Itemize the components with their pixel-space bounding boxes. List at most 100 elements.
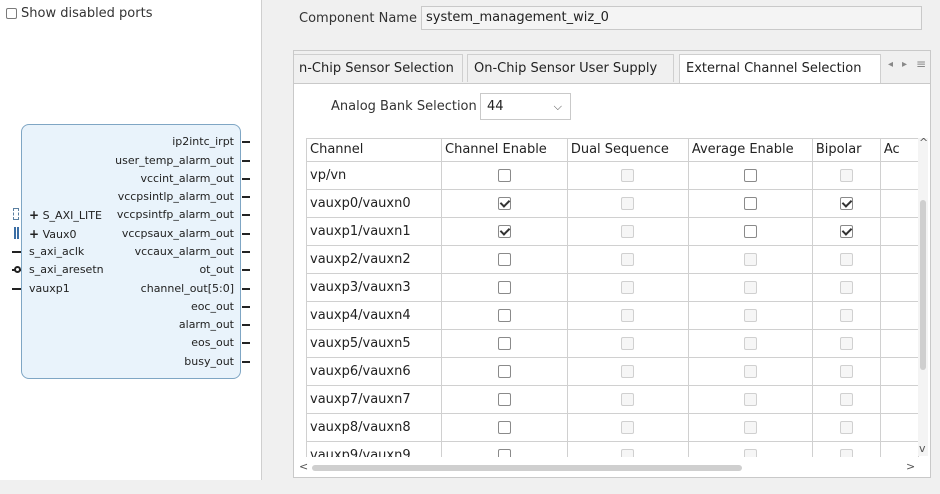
pin-stub	[242, 141, 250, 143]
pin-alarm-out[interactable]: alarm_out	[178, 318, 234, 331]
channel-enable-cell	[441, 329, 568, 358]
channel-enable-checkbox[interactable]	[497, 420, 511, 434]
dual-sequence-checkbox	[621, 392, 635, 406]
dual-sequence-checkbox	[621, 224, 635, 238]
table-row: vauxp0/vauxn0	[307, 189, 919, 218]
pin-vccaux-alarm-out[interactable]: vccaux_alarm_out	[134, 245, 234, 258]
dual-sequence-checkbox	[621, 308, 635, 322]
average-enable-checkbox	[743, 280, 757, 294]
bipolar-checkbox	[839, 364, 853, 378]
truncated-cell	[880, 273, 919, 302]
pin-stub	[242, 196, 250, 198]
channel-enable-checkbox[interactable]	[497, 168, 511, 182]
pin-stub	[242, 306, 250, 308]
scroll-down-icon[interactable]: v	[919, 442, 926, 455]
channel-enable-checkbox[interactable]	[497, 364, 511, 378]
table-row: vauxp8/vauxn8	[307, 413, 919, 442]
column-header-truncated[interactable]: Ac	[880, 139, 919, 162]
truncated-cell	[880, 217, 919, 246]
pin-vccpsintfp-alarm-out[interactable]: vccpsintfp_alarm_out	[116, 208, 234, 221]
vertical-scroll-thumb[interactable]	[920, 200, 926, 370]
table-row: vp/vn	[307, 161, 919, 190]
average-enable-cell	[688, 301, 813, 330]
channel-name-cell: vauxp8/vauxn8	[307, 413, 443, 442]
pin-vauxp1[interactable]: vauxp1	[29, 282, 70, 295]
tab-on-chip-sensor-selection[interactable]: n-Chip Sensor Selection	[294, 54, 463, 82]
dual-sequence-cell	[567, 357, 689, 386]
pin-vccint-alarm-out[interactable]: vccint_alarm_out	[140, 172, 234, 185]
scroll-right-icon[interactable]: >	[906, 460, 916, 473]
channel-enable-checkbox[interactable]	[497, 448, 511, 457]
horizontal-scroll-thumb[interactable]	[312, 465, 742, 471]
show-disabled-ports-option[interactable]: Show disabled ports	[6, 6, 152, 21]
channel-name-cell: vauxp2/vauxn2	[307, 245, 443, 274]
pin-vaux0[interactable]: + Vaux0	[29, 227, 77, 241]
truncated-cell	[880, 385, 919, 414]
channel-enable-checkbox[interactable]	[497, 336, 511, 350]
pin-busy-out[interactable]: busy_out	[184, 355, 234, 368]
scroll-up-icon[interactable]: ^	[919, 136, 929, 149]
average-enable-checkbox[interactable]	[743, 224, 757, 238]
dual-sequence-checkbox	[621, 196, 635, 210]
pin-stub	[242, 324, 250, 326]
pin-vccpsaux-alarm-out[interactable]: vccpsaux_alarm_out	[121, 227, 234, 240]
average-enable-checkbox[interactable]	[743, 196, 757, 210]
dual-sequence-cell	[567, 385, 689, 414]
tab-external-channel-selection[interactable]: External Channel Selection	[679, 54, 881, 83]
column-header-average-enable[interactable]: Average Enable	[688, 139, 813, 162]
ip-block-symbol[interactable]	[21, 124, 241, 379]
pin-s-axi-lite[interactable]: + S_AXI_LITE	[29, 208, 102, 222]
bipolar-checkbox	[839, 420, 853, 434]
pin-s-axi-aclk[interactable]: s_axi_aclk	[29, 245, 85, 258]
pin-s-axi-aresetn[interactable]: s_axi_aresetn	[29, 263, 104, 276]
horizontal-scrollbar[interactable]: < >	[299, 460, 916, 473]
dual-sequence-checkbox	[621, 168, 635, 182]
channel-enable-checkbox[interactable]	[497, 252, 511, 266]
pin-stub	[242, 342, 250, 344]
pin-eoc-out[interactable]: eoc_out	[190, 300, 234, 313]
tab-menu-icon[interactable]: ≡	[916, 57, 927, 71]
pin-user-temp-alarm-out[interactable]: user_temp_alarm_out	[115, 154, 234, 167]
bipolar-checkbox[interactable]	[839, 196, 853, 210]
channel-enable-checkbox[interactable]	[497, 224, 511, 238]
bipolar-checkbox[interactable]	[839, 224, 853, 238]
channel-enable-checkbox[interactable]	[497, 280, 511, 294]
pin-stub	[242, 251, 250, 253]
scroll-left-icon[interactable]: <	[299, 460, 309, 473]
show-disabled-ports-checkbox[interactable]	[6, 8, 17, 19]
pin-eos-out[interactable]: eos_out	[191, 336, 234, 349]
channel-enable-cell	[441, 301, 568, 330]
component-name-input[interactable]: system_management_wiz_0	[421, 6, 922, 30]
channel-name-cell: vauxp1/vauxn1	[307, 217, 443, 246]
dual-sequence-cell	[567, 161, 689, 190]
average-enable-checkbox[interactable]	[743, 168, 757, 182]
channel-enable-checkbox[interactable]	[497, 196, 511, 210]
pin-ot-out[interactable]: ot_out	[199, 263, 234, 276]
column-header-dual-sequence[interactable]: Dual Sequence	[567, 139, 689, 162]
column-header-channel[interactable]: Channel	[307, 139, 443, 162]
average-enable-cell	[688, 161, 813, 190]
pin-ip2intc-irpt[interactable]: ip2intc_irpt	[172, 135, 234, 148]
expand-icon[interactable]: +	[29, 227, 40, 241]
vertical-scrollbar[interactable]: ^ v	[918, 136, 929, 456]
channel-enable-checkbox[interactable]	[497, 308, 511, 322]
column-header-channel-enable[interactable]: Channel Enable	[441, 139, 568, 162]
channel-enable-cell	[441, 189, 568, 218]
tab-scroll-left-icon[interactable]: ◂	[888, 59, 894, 70]
dual-sequence-cell	[567, 217, 689, 246]
column-header-bipolar[interactable]: Bipolar	[812, 139, 881, 162]
pin-vccpsintlp-alarm-out[interactable]: vccpsintlp_alarm_out	[117, 190, 234, 203]
table-row: vauxp3/vauxn3	[307, 273, 919, 302]
pin-channel-out[interactable]: channel_out[5:0]	[140, 282, 234, 295]
analog-bank-select[interactable]: 44 ⌵	[480, 93, 571, 120]
average-enable-cell	[688, 413, 813, 442]
average-enable-cell	[688, 357, 813, 386]
table-row: vauxp9/vauxn9	[307, 441, 919, 457]
bipolar-checkbox	[839, 308, 853, 322]
tab-scroll-right-icon[interactable]: ▸	[902, 59, 908, 70]
expand-icon[interactable]: +	[29, 208, 40, 222]
tab-on-chip-sensor-user-supply[interactable]: On-Chip Sensor User Supply	[467, 54, 674, 82]
average-enable-cell	[688, 273, 813, 302]
channel-enable-checkbox[interactable]	[497, 392, 511, 406]
